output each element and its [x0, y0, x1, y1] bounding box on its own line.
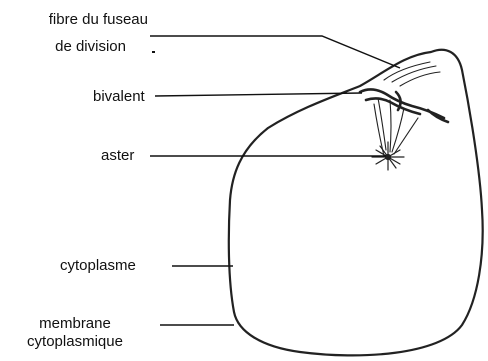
- label-bivalent: bivalent: [93, 87, 145, 106]
- label-membrane-line1: membrane: [0, 314, 150, 333]
- label-spindle-fibre-line2: de division: [10, 37, 126, 56]
- bivalent-leader-line: [155, 93, 362, 96]
- label-spindle-fibre-line1: fibre du fuseau: [10, 10, 148, 29]
- cell-membrane-outline: [229, 50, 483, 356]
- bivalent-shape: [360, 89, 448, 122]
- dot-mark: [152, 51, 155, 53]
- label-aster: aster: [101, 146, 134, 165]
- label-cytoplasm: cytoplasme: [60, 256, 136, 275]
- label-membrane-line2: cytoplasmique: [0, 332, 150, 351]
- spindle-fibre-leader-line: [150, 36, 400, 68]
